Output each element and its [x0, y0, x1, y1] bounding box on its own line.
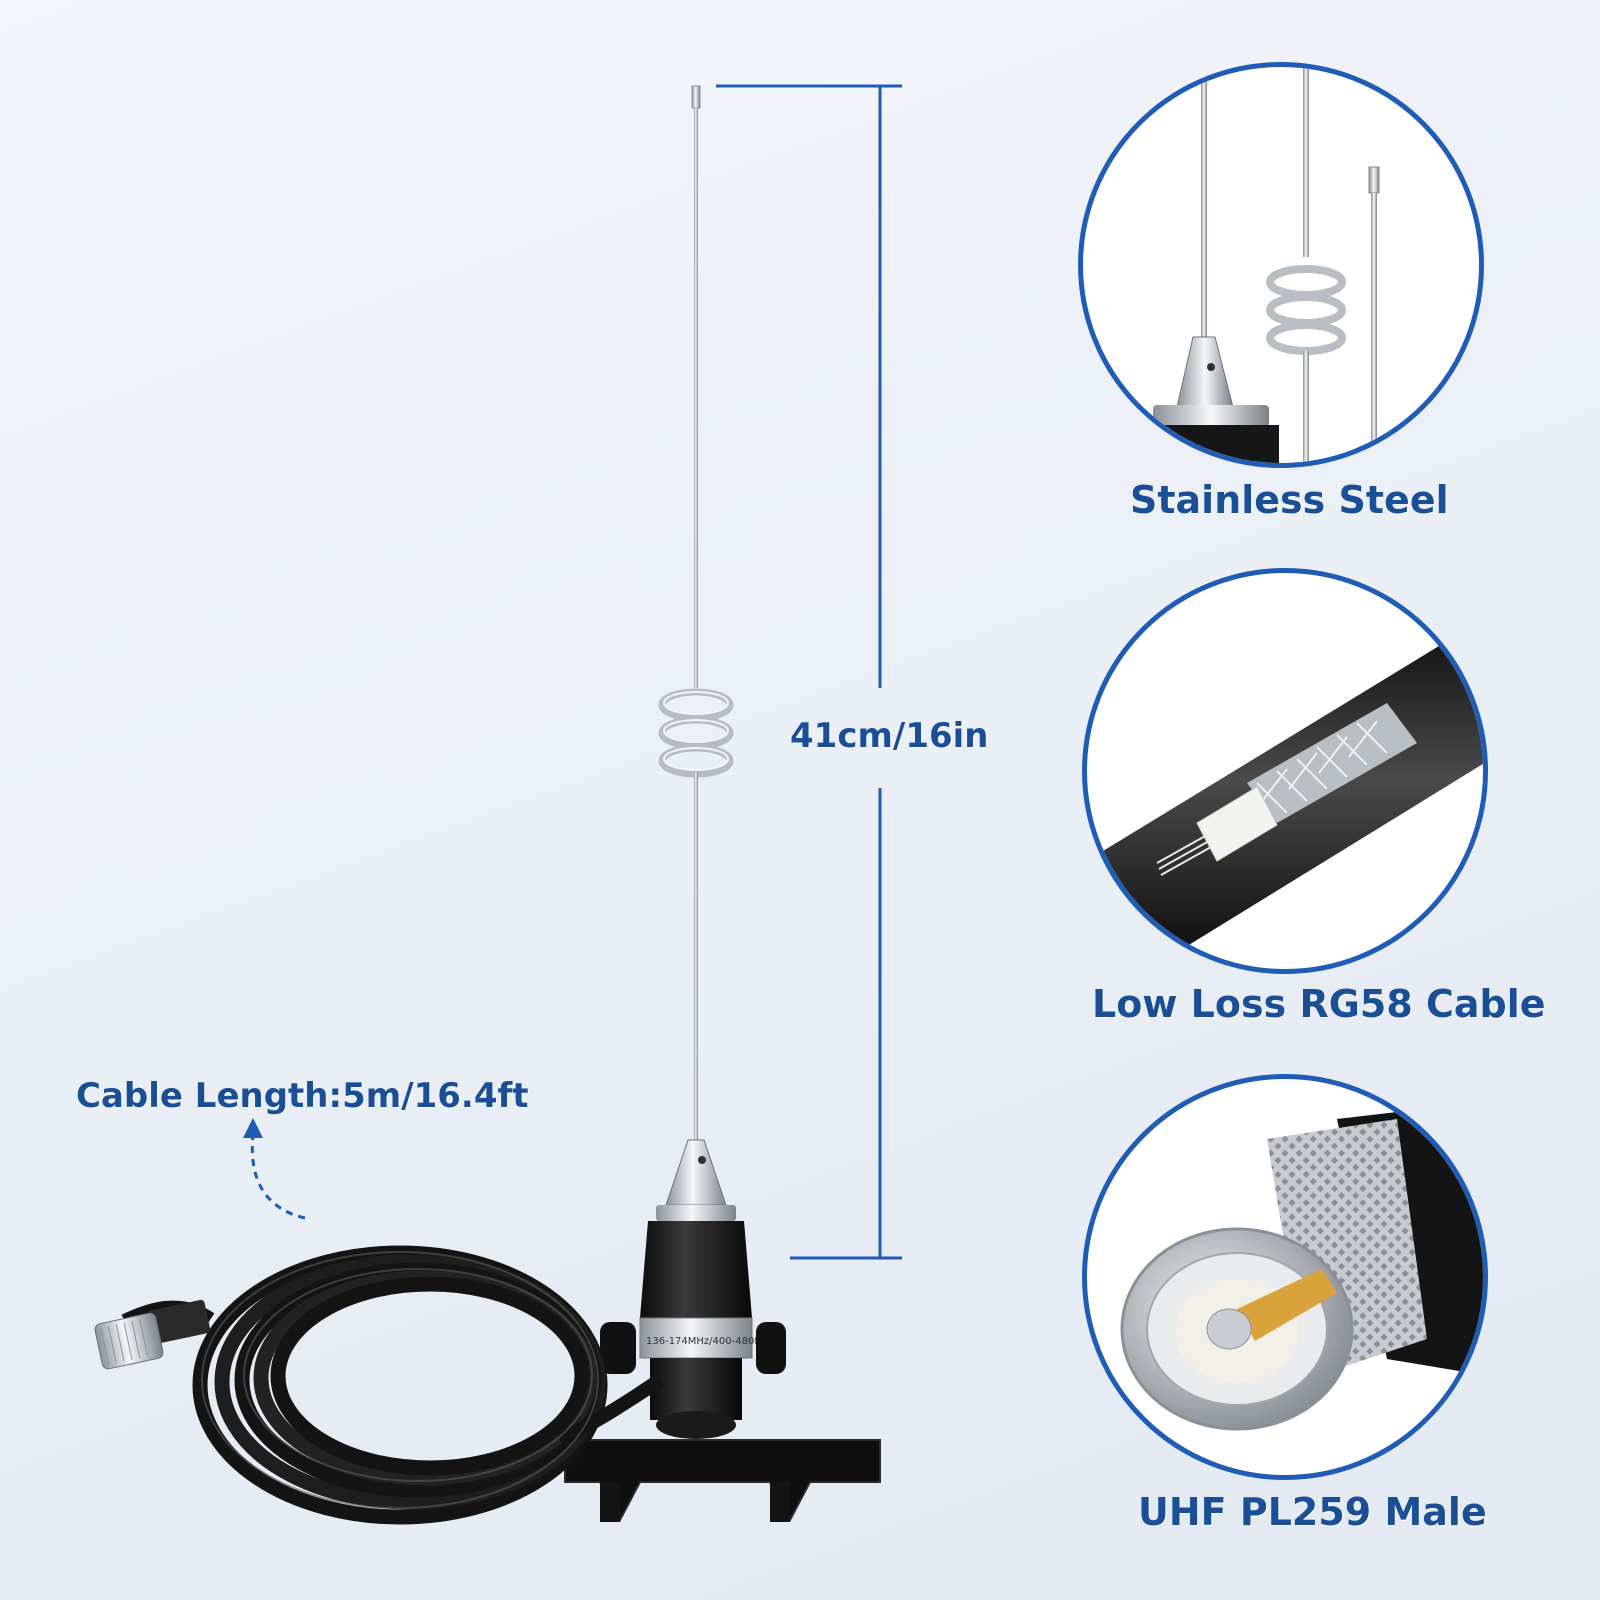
cable-highlights [201, 1251, 599, 1509]
cable-length-label: Cable Length:5m/16.4ft [76, 1076, 529, 1116]
feature-label-pl259: UHF PL259 Male [1138, 1490, 1487, 1534]
feature-label-stainless-steel: Stainless Steel [1130, 478, 1449, 522]
stainless-steel-closeup [1139, 67, 1380, 463]
antenna-base: 136-174MHz/400-480MHz [564, 1139, 881, 1523]
pl259-closeup [1120, 1101, 1483, 1431]
antenna-whip [658, 85, 734, 1142]
base-frequency-print: 136-174MHz/400-480MHz [646, 1336, 776, 1347]
rg58-cable-closeup [1087, 619, 1483, 969]
pl259-connector [94, 1299, 211, 1370]
dimension-bracket [716, 84, 902, 1260]
dashed-arrow-icon [243, 1118, 306, 1220]
height-label: 41cm/16in [790, 716, 989, 756]
feature-circle-pl259 [1082, 1074, 1488, 1480]
feature-label-rg58-cable: Low Loss RG58 Cable [1092, 982, 1546, 1026]
feature-circle-rg58-cable [1082, 568, 1488, 974]
feature-circle-stainless-steel [1078, 62, 1484, 468]
